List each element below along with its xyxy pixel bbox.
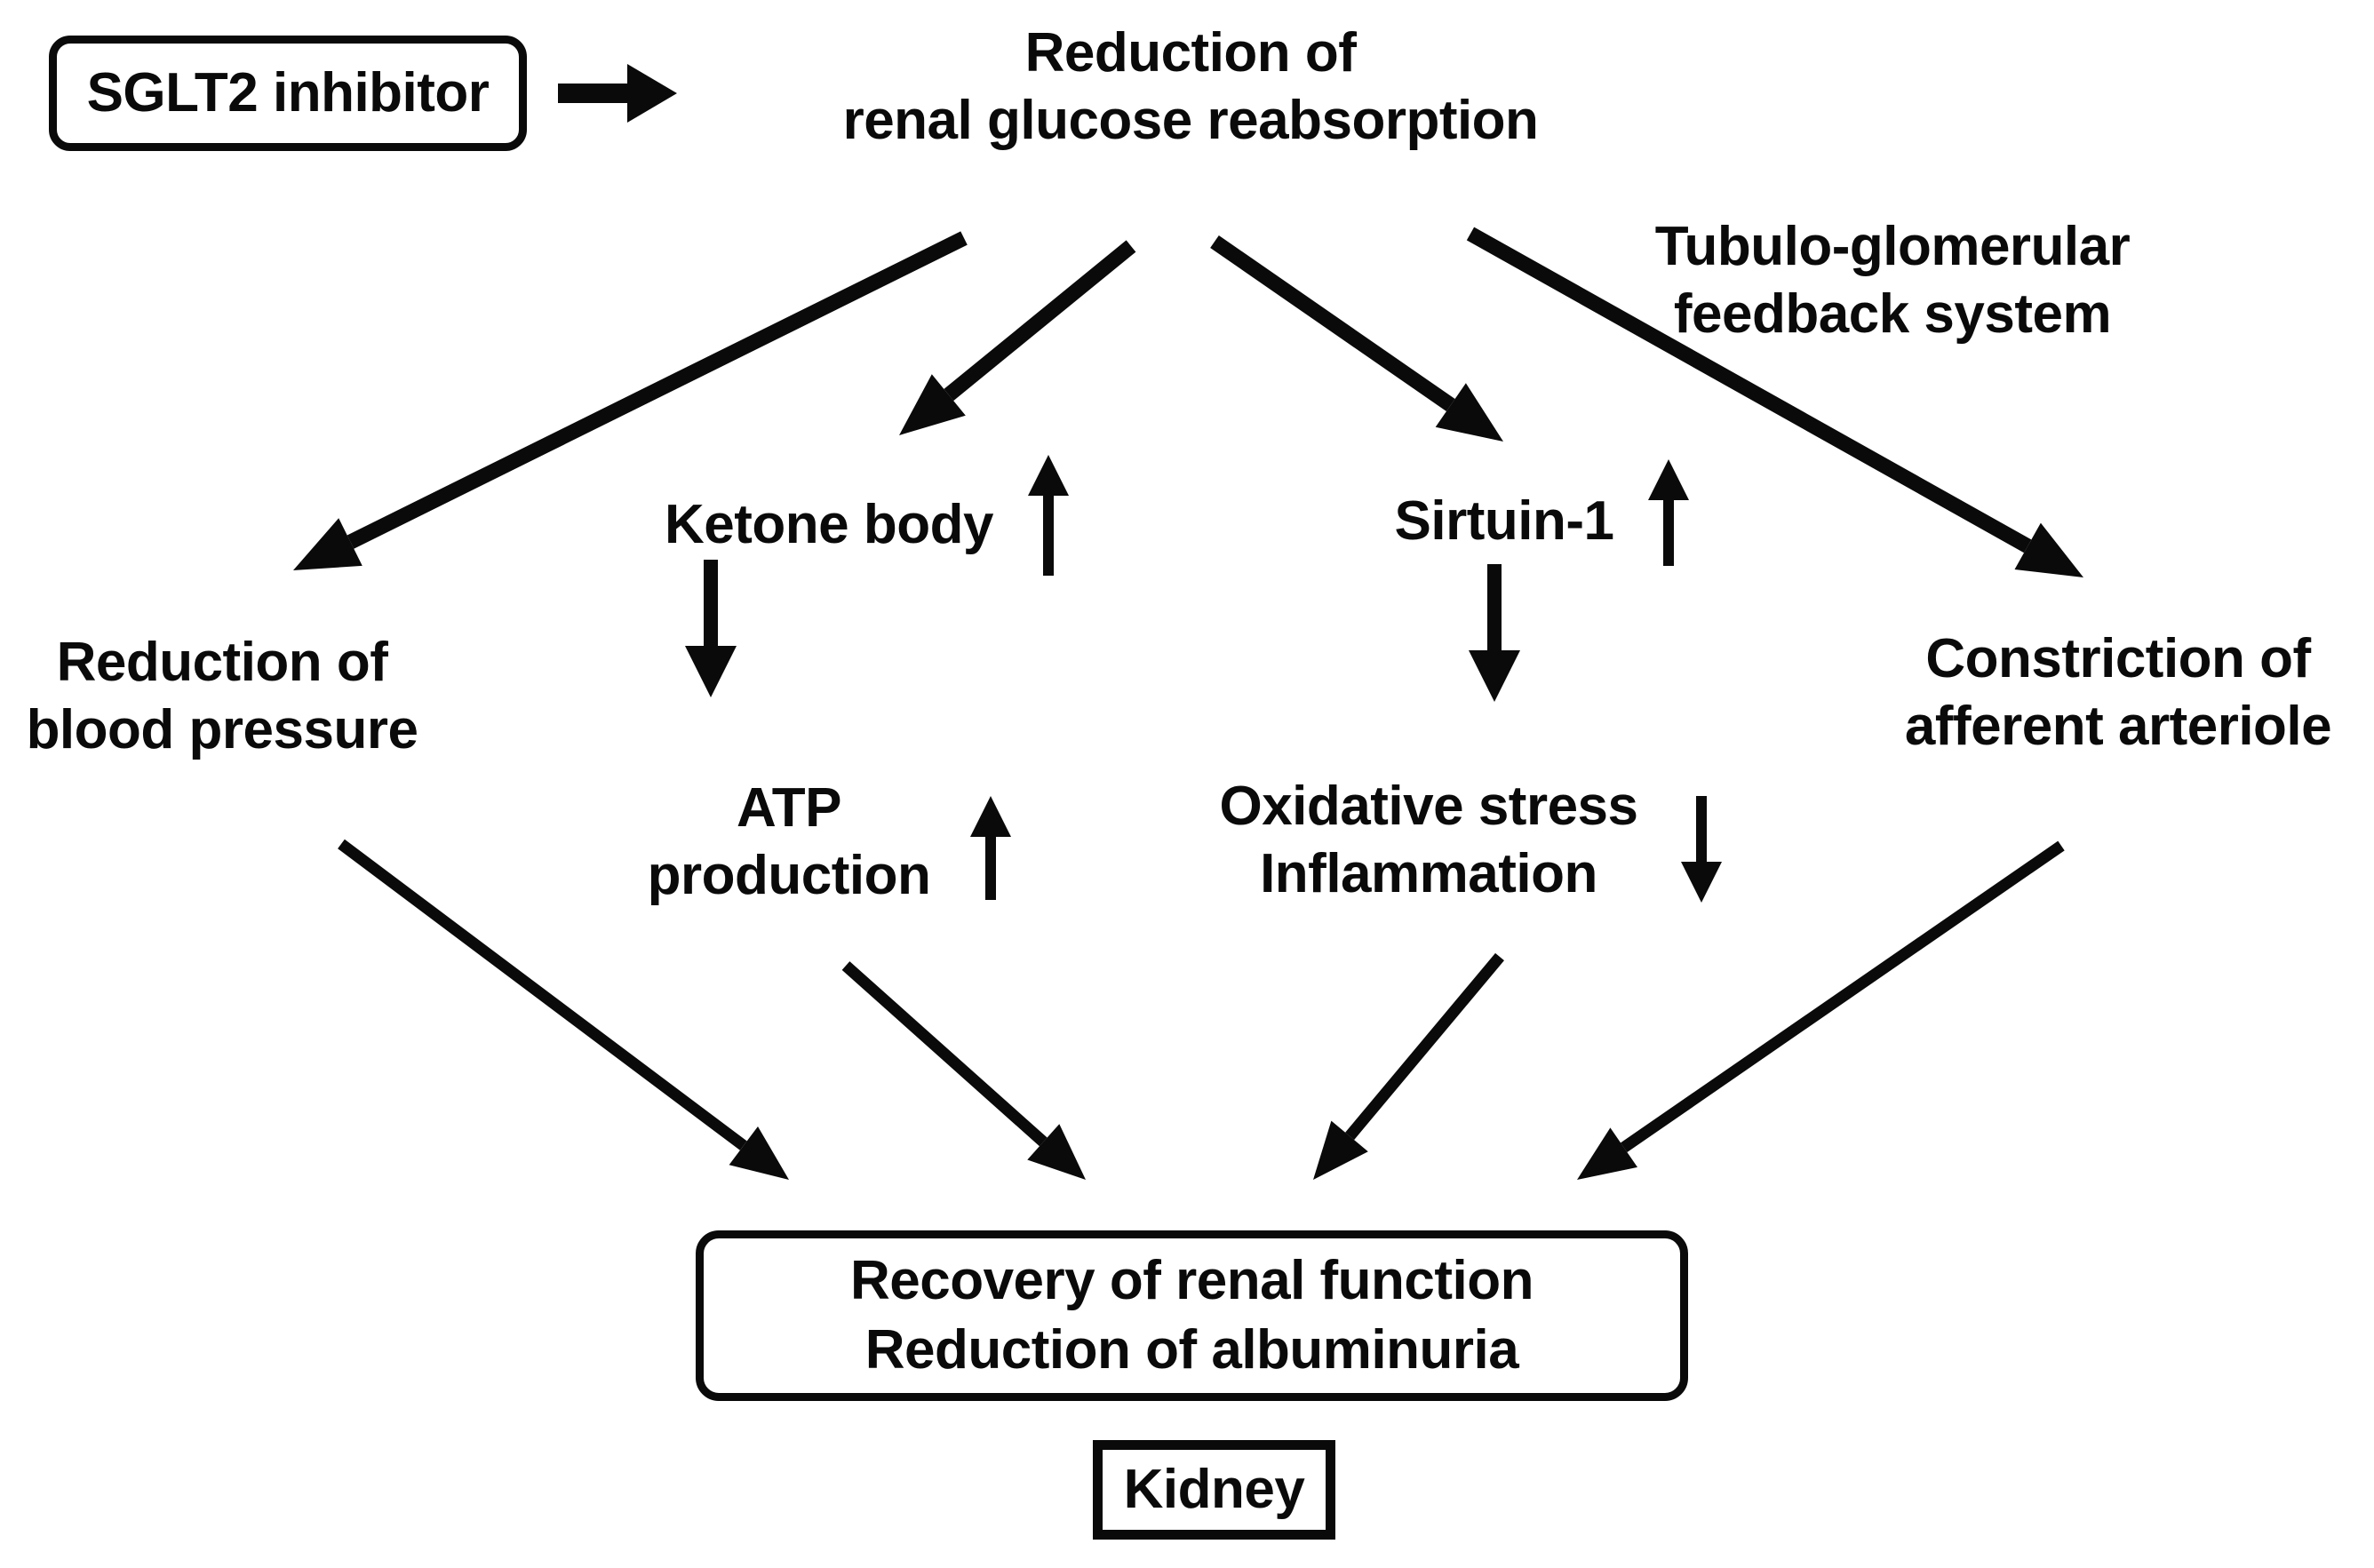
node-recovery-renal-function: Recovery of renal function Reduction of … — [696, 1230, 1688, 1401]
bp-line2: blood pressure — [26, 699, 418, 760]
sirtuin-up-arrow-icon — [1648, 459, 1689, 566]
arrow-reduction-to-blood-pressure — [293, 231, 968, 570]
recovery-line2: Reduction of albuminuria — [864, 1319, 1519, 1381]
kidney-label: Kidney — [1123, 1459, 1305, 1520]
node-constriction-afferent-arteriole: Constriction of afferent arteriole — [1904, 625, 2332, 760]
arrow-blood-pressure-to-recovery — [338, 839, 789, 1180]
arrow-constriction-to-recovery — [1577, 840, 2065, 1180]
arrow-reduction-to-constriction — [1466, 227, 2083, 577]
sirtuin-label: Sirtuin-1 — [1394, 490, 1614, 552]
oxidative-line2: Inflammation — [1260, 843, 1597, 904]
recovery-line1: Recovery of renal function — [849, 1250, 1534, 1311]
node-ketone-body: Ketone body — [665, 496, 993, 554]
node-tubulo-glomerular: Tubulo-glomerular feedback system — [1655, 213, 2131, 348]
tubulo-line1: Tubulo-glomerular — [1654, 216, 2131, 277]
arrow-reduction-to-sirtuin — [1210, 235, 1503, 442]
atp-line2: production — [647, 845, 931, 906]
node-reduction-renal-glucose: Reduction of renal glucose reabsorption — [843, 20, 1539, 155]
oxidative-down-arrow-icon — [1681, 796, 1722, 903]
title-line1: Reduction of — [1024, 22, 1357, 84]
atp-up-arrow-icon — [970, 796, 1011, 900]
arrow-oxidative-to-recovery — [1313, 952, 1504, 1180]
node-reduction-blood-pressure: Reduction of blood pressure — [27, 629, 418, 764]
oxidative-line1: Oxidative stress — [1219, 776, 1638, 837]
node-atp-production: ATP production — [648, 775, 931, 910]
bp-line1: Reduction of — [56, 632, 388, 693]
node-oxidative-stress-inflammation: Oxidative stress Inflammation — [1219, 773, 1638, 908]
node-sglt2-inhibitor: SGLT2 inhibitor — [49, 36, 527, 151]
sglt2-label: SGLT2 inhibitor — [86, 62, 490, 123]
ketone-label: Ketone body — [665, 494, 993, 555]
arrow-sglt2-to-reduction — [558, 64, 677, 123]
tubulo-line2: feedback system — [1673, 283, 2112, 345]
node-kidney: Kidney — [1093, 1440, 1335, 1540]
arrow-reduction-to-ketone-body — [899, 240, 1136, 435]
title-line2: renal glucose reabsorption — [842, 90, 1539, 151]
constriction-line1: Constriction of — [1925, 628, 2311, 689]
arrow-atp-to-recovery — [841, 961, 1086, 1180]
node-sirtuin-1: Sirtuin-1 — [1395, 492, 1614, 551]
atp-line1: ATP — [737, 777, 841, 839]
ketone-up-arrow-icon — [1028, 455, 1069, 576]
arrow-ketone-to-atp — [685, 560, 737, 697]
arrow-sirtuin-to-oxidative — [1469, 564, 1520, 702]
constriction-line2: afferent arteriole — [1904, 696, 2332, 757]
